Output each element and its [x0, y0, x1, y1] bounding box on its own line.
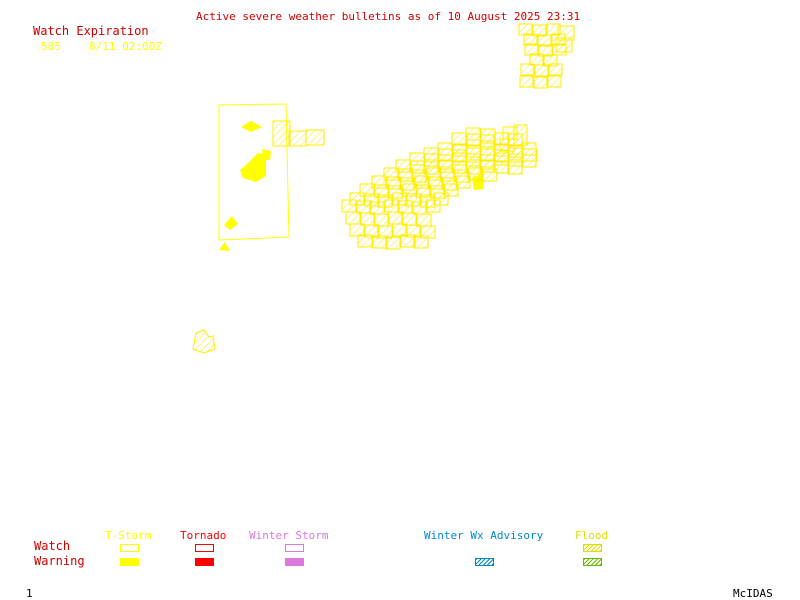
legend-label-tstorm: T-Storm: [105, 529, 152, 542]
legend-row-watch: Watch: [34, 539, 71, 553]
legend-swatch-winter-advisory: [475, 558, 494, 566]
legend-row-warning: Warning: [34, 554, 85, 568]
legend-swatch-winter-storm-watch: [285, 544, 304, 552]
tstorm-warnings[interactable]: [219, 121, 484, 251]
tstorm-watch-polygon-585[interactable]: [218, 103, 290, 241]
legend-swatch-tstorm-watch: [120, 544, 139, 552]
legend-swatch-tstorm-warning: [120, 558, 139, 566]
mcidas-brand: McIDAS: [733, 587, 773, 600]
watch-expiration-heading: Watch Expiration: [33, 24, 149, 38]
legend-swatch-tornado-watch: [195, 544, 214, 552]
flood-area-southwest[interactable]: [192, 329, 216, 354]
flood-area-west[interactable]: [272, 120, 325, 147]
legend-swatch-flood-warning: [583, 558, 602, 566]
legend-swatch-winter-storm-warning: [285, 558, 304, 566]
legend-label-winter-storm: Winter Storm: [249, 529, 329, 542]
legend-label-tornado: Tornado: [180, 529, 227, 542]
flood-area-northeast[interactable]: [518, 23, 575, 89]
bulletin-title: Active severe weather bulletins as of 10…: [196, 10, 581, 23]
flood-area-central[interactable]: [341, 124, 538, 250]
legend-label-flood: Flood: [575, 529, 609, 542]
watch-expiry-time: 8/11 02:00Z: [89, 40, 162, 53]
legend-swatch-flood-watch: [583, 544, 602, 552]
legend-label-winter-advisory: Winter Wx Advisory: [424, 529, 544, 542]
watch-number[interactable]: 585: [41, 40, 61, 53]
legend-swatch-tornado-warning: [195, 558, 214, 566]
frame-number: 1: [26, 587, 33, 600]
